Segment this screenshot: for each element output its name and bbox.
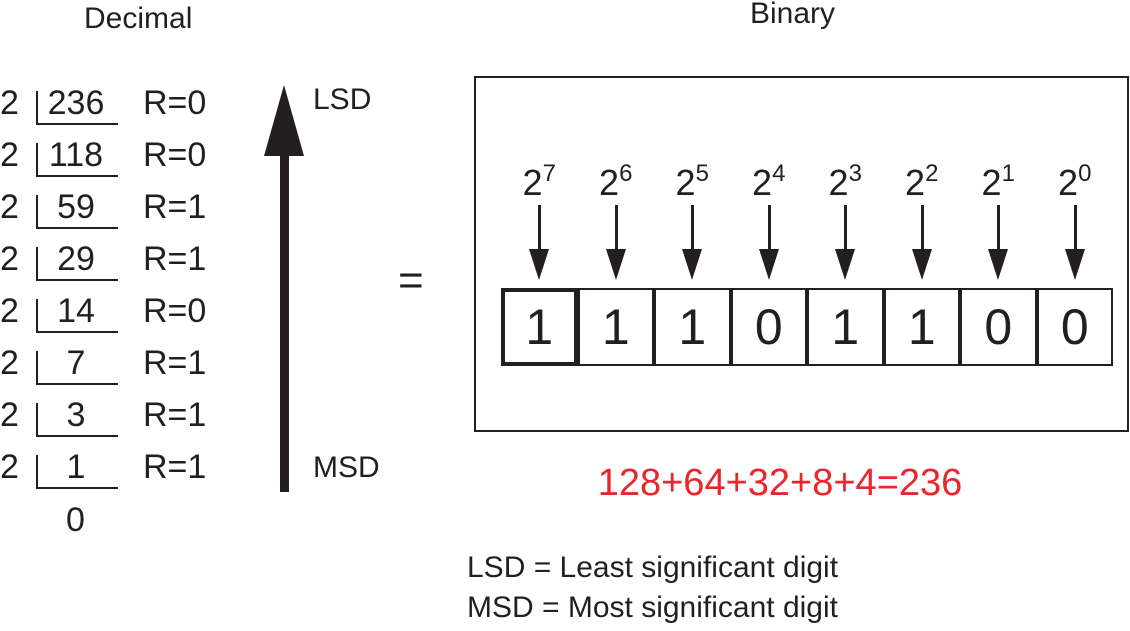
bit-cell: 1 — [501, 288, 578, 366]
divisor: 2 — [0, 292, 19, 330]
division-bracket — [36, 247, 118, 281]
division-row: 2 7 R=1 — [0, 343, 240, 395]
division-row: 2 1 R=1 — [0, 447, 240, 499]
remainder: R=0 — [143, 136, 207, 174]
bit-cell: 0 — [960, 288, 1037, 366]
division-row: 2 59 R=1 — [0, 187, 240, 239]
remainder: R=0 — [143, 84, 207, 122]
division-bracket — [36, 143, 118, 177]
division-row: 2 3 R=1 — [0, 395, 240, 447]
power-exponent: 0 — [1078, 160, 1092, 187]
lsd-label: LSD — [313, 83, 372, 116]
down-arrow-icon — [960, 205, 1037, 281]
remainder: R=1 — [143, 188, 207, 226]
power-exponent: 5 — [695, 160, 709, 187]
down-arrow-icon — [884, 205, 961, 281]
decimal-title: Decimal — [84, 2, 193, 35]
division-bracket — [36, 195, 118, 229]
remainder: R=0 — [143, 292, 207, 330]
dividend: 7 — [66, 344, 86, 382]
bit-cell: 1 — [654, 288, 731, 366]
bit-cell: 1 — [807, 288, 884, 366]
bit-cell: 1 — [577, 288, 654, 366]
power-label: 21 — [960, 160, 1037, 204]
dividend: 118 — [48, 136, 104, 174]
remainder: R=1 — [143, 240, 207, 278]
power-base: 2 — [1058, 162, 1079, 203]
power-base: 2 — [905, 162, 926, 203]
final-quotient: 0 — [66, 501, 85, 539]
division-bracket — [36, 403, 118, 437]
division-row: 2 29 R=1 — [0, 239, 240, 291]
power-label: 23 — [807, 160, 884, 204]
divisor: 2 — [0, 84, 19, 122]
power-label: 26 — [578, 160, 655, 204]
divisor: 2 — [0, 448, 19, 486]
down-arrow-icon — [501, 205, 578, 281]
power-label: 24 — [731, 160, 808, 204]
divisor: 2 — [0, 344, 19, 382]
dividend: 29 — [57, 240, 95, 278]
divisor: 2 — [0, 188, 19, 226]
legend-lsd: LSD = Least significant digit — [467, 551, 839, 584]
power-base: 2 — [675, 162, 696, 203]
power-base: 2 — [599, 162, 620, 203]
down-arrow-icon — [731, 205, 808, 281]
power-exponent: 3 — [848, 160, 862, 187]
remainder: R=1 — [143, 396, 207, 434]
power-label: 22 — [884, 160, 961, 204]
power-base: 2 — [828, 162, 849, 203]
power-exponent: 4 — [772, 160, 786, 187]
power-exponent: 6 — [619, 160, 633, 187]
remainder: R=1 — [143, 344, 207, 382]
division-row: 2 236 R=0 — [0, 83, 240, 135]
divisor: 2 — [0, 396, 19, 434]
divisor: 2 — [0, 240, 19, 278]
power-exponent: 7 — [542, 160, 556, 187]
division-bracket — [36, 455, 118, 489]
power-base: 2 — [981, 162, 1002, 203]
power-label: 25 — [654, 160, 731, 204]
division-bracket — [36, 299, 118, 333]
division-row: 2 14 R=0 — [0, 291, 240, 343]
power-base: 2 — [522, 162, 543, 203]
remainder: R=1 — [143, 448, 207, 486]
dividend: 14 — [57, 292, 95, 330]
sum-expression: 128+64+32+8+4=236 — [597, 462, 963, 504]
dividend: 1 — [66, 448, 86, 486]
equals-sign: = — [398, 256, 424, 305]
division-bracket — [36, 91, 118, 125]
binary-title: Binary — [750, 0, 836, 30]
dividend: 236 — [47, 84, 105, 122]
bit-cell: 0 — [730, 288, 807, 366]
binary-box — [474, 76, 1129, 432]
power-label: 20 — [1037, 160, 1114, 204]
power-base: 2 — [752, 162, 773, 203]
bit-cell: 0 — [1036, 288, 1113, 366]
msd-label: MSD — [313, 451, 380, 484]
power-label: 27 — [501, 160, 578, 204]
dividend: 59 — [57, 188, 95, 226]
division-bracket — [36, 351, 118, 385]
power-exponent: 2 — [925, 160, 939, 187]
down-arrow-icon — [807, 205, 884, 281]
power-exponent: 1 — [1001, 160, 1015, 187]
division-row: 2 118 R=0 — [0, 135, 240, 187]
dividend: 3 — [66, 396, 86, 434]
down-arrow-icon — [654, 205, 731, 281]
up-arrow-icon — [264, 85, 304, 492]
divisor: 2 — [0, 136, 19, 174]
down-arrow-icon — [1037, 205, 1114, 281]
down-arrow-icon — [578, 205, 655, 281]
legend-msd: MSD = Most significant digit — [467, 591, 838, 624]
bit-cell: 1 — [883, 288, 960, 366]
